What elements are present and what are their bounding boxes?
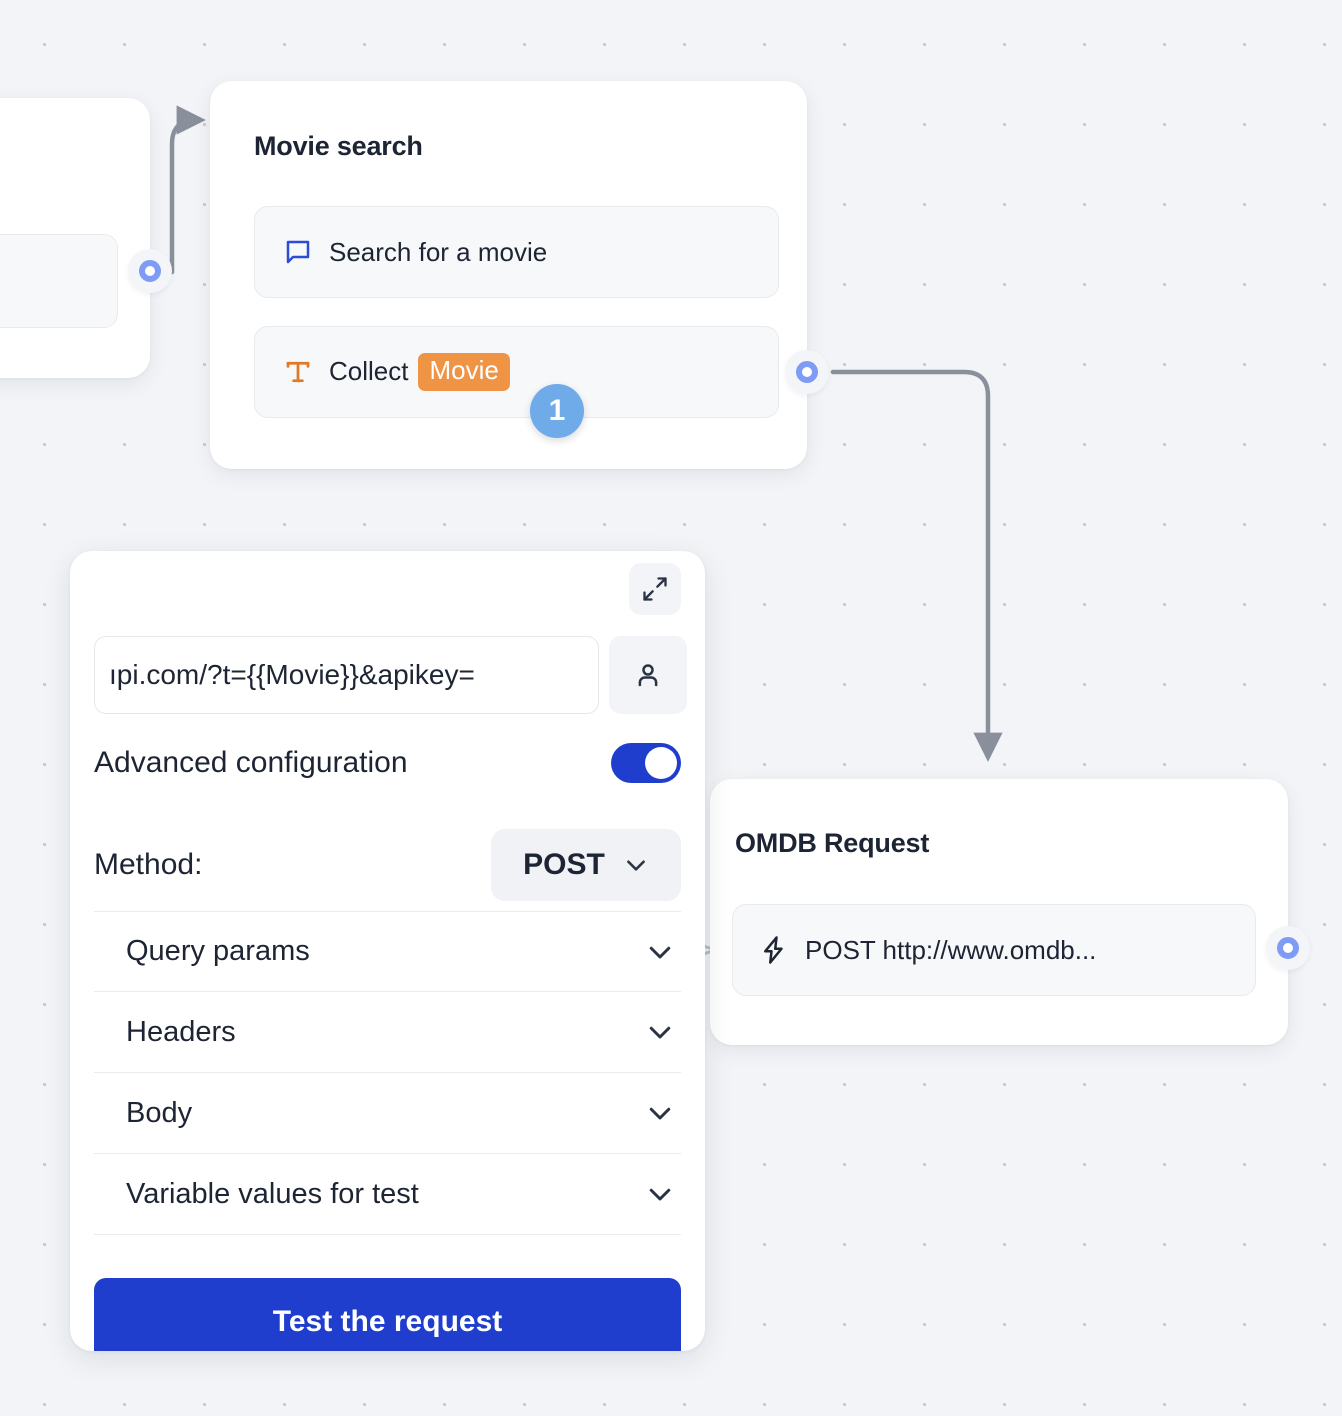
accordion-label: Query params — [126, 935, 310, 967]
request-config-panel: Advanced configuration Method: POST Quer… — [70, 551, 705, 1351]
chevron-down-icon[interactable] — [645, 937, 675, 967]
request-url-input[interactable] — [94, 636, 599, 714]
accordion-item-headers[interactable]: Headers — [94, 992, 681, 1073]
advanced-configuration-row: Advanced configuration — [94, 743, 681, 783]
step-badge-1: 1 — [530, 384, 584, 438]
accordion-item-variable-values[interactable]: Variable values for test — [94, 1154, 681, 1235]
url-input-row — [94, 636, 687, 714]
advanced-configuration-label: Advanced configuration — [94, 746, 408, 779]
request-sections-accordion: Query params Headers Body Variable value… — [94, 911, 681, 1235]
connector-handle-movie-search-output[interactable] — [785, 350, 829, 394]
chevron-down-icon[interactable] — [645, 1179, 675, 1209]
node-movie-search-title: Movie search — [254, 131, 423, 161]
user-picker-button[interactable] — [609, 636, 687, 714]
advanced-configuration-toggle[interactable] — [611, 743, 681, 783]
movie-search-step-search-label: Search for a movie — [329, 236, 548, 267]
collect-prefix: Collect — [329, 356, 409, 387]
method-row: Method: POST — [94, 829, 681, 901]
accordion-label: Body — [126, 1096, 193, 1129]
accordion-label: Headers — [126, 1015, 236, 1048]
previous-node-row[interactable] — [0, 234, 118, 328]
message-bubble-icon — [283, 237, 313, 267]
method-label: Method: — [94, 848, 203, 881]
chevron-down-icon — [623, 852, 649, 878]
previous-node-partial[interactable] — [0, 98, 150, 378]
connector-handle-previous-output[interactable] — [128, 249, 172, 293]
lightning-bolt-icon — [759, 935, 789, 965]
connector-handle-omdb-output[interactable] — [1266, 926, 1310, 970]
accordion-label: Variable values for test — [126, 1177, 419, 1210]
method-value: POST — [523, 848, 605, 881]
omdb-step-post[interactable]: POST http://www.omdb... — [732, 904, 1256, 996]
movie-search-step-collect-label: Collect Movie — [329, 353, 510, 391]
chevron-down-icon[interactable] — [645, 1017, 675, 1047]
omdb-step-post-label: POST http://www.omdb... — [805, 934, 1097, 965]
variable-chip-movie[interactable]: Movie — [418, 353, 510, 391]
node-omdb-request[interactable]: OMDB Request POST http://www.omdb... — [710, 779, 1288, 1045]
test-request-button[interactable]: Test the request — [94, 1278, 681, 1351]
text-type-icon — [283, 357, 313, 387]
node-movie-search[interactable]: Movie search Search for a movie Collect … — [210, 81, 807, 469]
person-icon — [633, 660, 663, 690]
chevron-down-icon[interactable] — [645, 1098, 675, 1128]
node-omdb-title: OMDB Request — [735, 828, 930, 858]
accordion-item-query-params[interactable]: Query params — [94, 911, 681, 992]
movie-search-step-collect[interactable]: Collect Movie — [254, 326, 779, 418]
movie-search-step-search[interactable]: Search for a movie — [254, 206, 779, 298]
expand-panel-button[interactable] — [629, 563, 681, 615]
method-select[interactable]: POST — [491, 829, 681, 901]
expand-diagonal-icon — [641, 575, 669, 603]
accordion-item-body[interactable]: Body — [94, 1073, 681, 1154]
